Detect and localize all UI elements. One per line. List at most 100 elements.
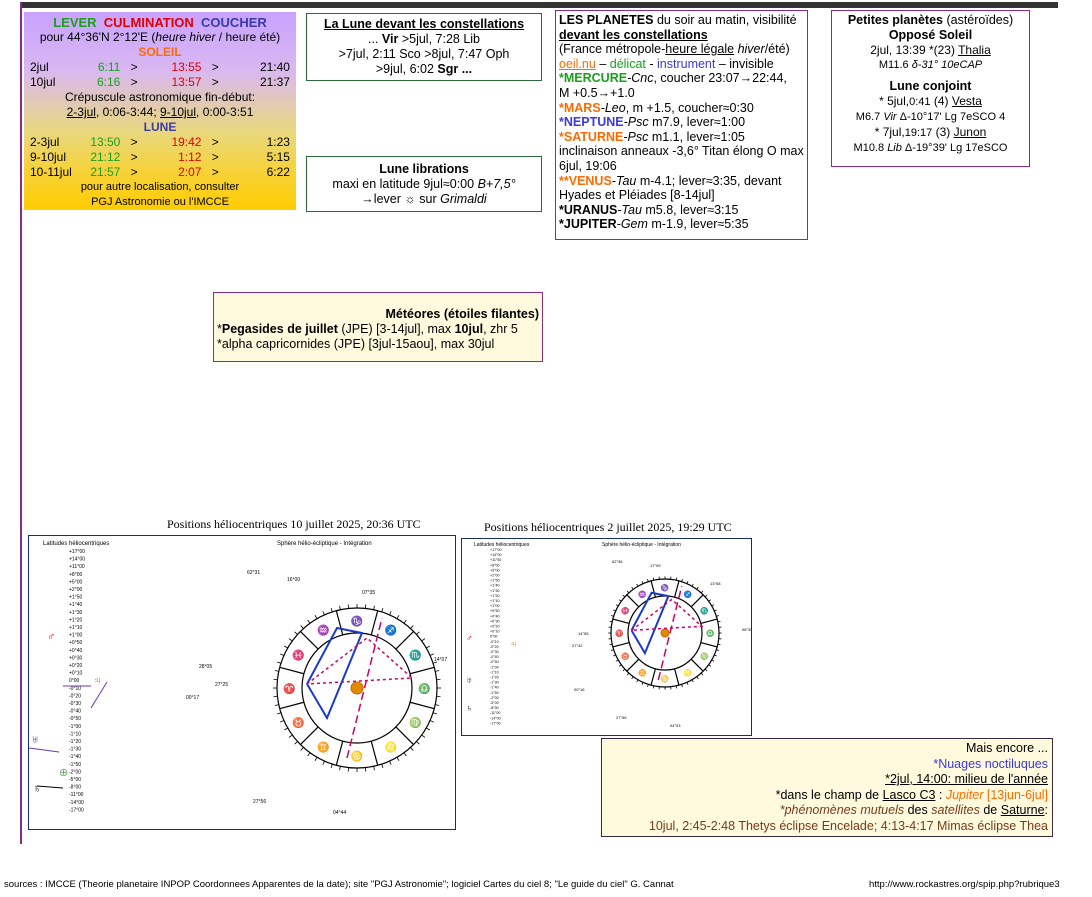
helio1-tick xyxy=(276,661,282,664)
helio2-sector-divider xyxy=(612,641,630,648)
helio1-lat-label: +0°40 xyxy=(69,648,82,654)
helio1-tick xyxy=(307,619,311,624)
helio2-lat-label: +8°00 xyxy=(490,563,500,567)
helio1-tick xyxy=(330,763,333,769)
asteroid-vesta-info: M6.7 Vir Δ-10°17' Lg 7eSCO 4 xyxy=(855,111,1006,123)
helio2-right-title: Sphère hélio-écliptique - Intégration xyxy=(602,542,681,548)
soleil-s2: > xyxy=(211,75,219,89)
helio1-tick xyxy=(280,653,285,656)
helio1-angle-labels: 62°3116°0007°3514°0728°0527°2500°1727°56… xyxy=(186,570,447,816)
moon-librations-box: Lune librations maxi en latitude 9jul≈0:… xyxy=(306,156,542,212)
helio1-tick xyxy=(284,727,288,731)
helio1-lat-label: +5°00 xyxy=(69,579,82,585)
lune-rise: 13:50 xyxy=(90,135,121,149)
constellations-line3: >9jul, 6:02 Sgr ... xyxy=(375,62,473,76)
helio2-lat-label: +17°00 xyxy=(490,548,502,552)
header-rise: LEVER xyxy=(53,15,97,30)
helio2-lat-label: +1°40 xyxy=(490,584,500,588)
helio2-zodiac-sign: ♐ xyxy=(684,589,692,598)
helio2-lat-label: -2°00 xyxy=(490,696,499,700)
helio1-tick xyxy=(435,704,440,706)
helio2-sector-divider xyxy=(700,618,718,625)
helio1-tick xyxy=(280,720,285,723)
meteors-box: Météores (étoiles filantes) *Pegasides d… xyxy=(213,292,543,362)
helio2-zodiac-sign: ♌ xyxy=(684,668,692,677)
helio1-lat-label: +2°00 xyxy=(69,587,82,593)
helio2-lat-label: +0°50 xyxy=(490,609,500,613)
helio1-zodiac-ring: ♋♊♉♈♓♒♑♐♏♎♍♌ xyxy=(273,604,441,772)
helio1-lat-label: -0°40 xyxy=(69,709,81,715)
helio1-tick xyxy=(300,747,304,751)
helio1-panel: Latitudes héliocentriques Sphère hélio-é… xyxy=(28,535,456,830)
helio1-sector-divider xyxy=(395,726,414,745)
constellations-title: La Lune devant les constellations xyxy=(323,17,525,31)
helio1-lat-label: +17°00 xyxy=(69,549,85,555)
helio2-lat-label: +0°30 xyxy=(490,619,500,623)
helio1-zodiac-sign: ♓ xyxy=(292,648,304,661)
helio2-tick xyxy=(700,590,704,594)
helio2-lat-label: +11°00 xyxy=(490,558,501,562)
soleil-date: 10jul xyxy=(30,75,56,89)
planet-venus: **VENUS-Tau m-4.1; lever≈3:35, devant Hy… xyxy=(559,173,782,203)
lune-culm: 2:07 xyxy=(178,165,202,179)
left-divider xyxy=(20,2,22,844)
helio2-sector-divider xyxy=(690,594,704,608)
helio1-zodiac-sign: ♌ xyxy=(385,740,397,753)
planets-legend: oeil.nu – délicat - instrument – invisib… xyxy=(559,56,774,71)
helio2-tick xyxy=(615,604,619,607)
helio1-tick xyxy=(373,605,375,610)
helio2-angle-label: 04°03 xyxy=(670,723,681,728)
helio1-tick xyxy=(330,607,333,613)
saturn-icon: ♄ xyxy=(466,703,473,713)
helio2-lat-label: -17°00 xyxy=(490,721,501,725)
helio2-lat-label: +2°00 xyxy=(490,574,500,578)
helio1-lat-label: +8°00 xyxy=(69,572,82,578)
helio1-sector-divider xyxy=(335,740,344,766)
helio1-tick xyxy=(339,766,341,771)
lune-set: 1:23 xyxy=(266,135,290,149)
helio2-tick xyxy=(615,659,619,662)
meteor-pegasides: *Pegasides de juillet (JPE) [3-14jul], m… xyxy=(217,322,518,336)
asteroids-opposition: Opposé Soleil xyxy=(888,28,973,42)
asteroid-junon-info: M10.8 Lib Δ-19°39' Lg 17eSCO xyxy=(853,142,1008,154)
helio2-zodiac-ring: ♋♊♉♈♓♒♑♐♏♎♍♌ xyxy=(608,576,722,690)
header-culmination: CULMINATION xyxy=(103,15,194,30)
helio1-tick xyxy=(421,734,426,738)
helio1-lat-label: -1°10 xyxy=(69,731,81,737)
helio2-tick xyxy=(610,615,614,617)
helio2-tick xyxy=(691,679,694,683)
noctilucent-clouds: *Nuages noctiluques xyxy=(933,756,1048,771)
helio1-diagram: Latitudes héliocentriques Sphère hélio-é… xyxy=(28,541,447,816)
helio1-tick xyxy=(381,763,384,769)
helio1-angle-label: 27°25 xyxy=(215,682,228,688)
earth-icon: ⊕ xyxy=(59,767,68,779)
helio2-tick xyxy=(636,583,639,587)
helio2-tick xyxy=(622,594,626,598)
soleil-set: 21:37 xyxy=(259,75,290,89)
helio2-tick xyxy=(711,604,715,607)
uranus-icon: ♅ xyxy=(466,675,473,685)
helio1-zodiac-sign: ♋ xyxy=(351,750,363,763)
constellations-line1: ... Vir >5jul, 7:28 Lib xyxy=(367,32,481,46)
planet-jupiter: *JUPITER-Gem m-1.9, lever≈5:35 xyxy=(559,217,749,232)
helio1-tick xyxy=(274,670,279,672)
helio2-tick xyxy=(716,649,720,651)
helio1-tick xyxy=(396,615,400,619)
helio2-sector-divider xyxy=(700,641,718,648)
helio1-zodiac-sign: ♊ xyxy=(317,740,329,753)
soleil-s1: > xyxy=(130,75,138,89)
source-url[interactable]: http://www.rockastres.org/spip.php?rubri… xyxy=(869,879,1060,890)
helio2-tick xyxy=(686,581,689,584)
helio1-lat-label: -11°00 xyxy=(69,792,84,798)
helio1-zodiac-sign: ♍ xyxy=(409,716,421,729)
helio2-tick xyxy=(626,590,630,594)
helio1-lat-label: +1°00 xyxy=(69,633,82,639)
helio1-tick xyxy=(416,741,420,745)
helio2-latitude-scale: +17°00+14°00+11°00+8°00+5°00+2°00+1°50+1… xyxy=(490,548,502,725)
sources: sources : IMCCE (Theorie planetaire INPO… xyxy=(4,879,674,890)
helio2-lat-label: +1°50 xyxy=(490,579,500,583)
librations-title: Lune librations xyxy=(379,162,469,176)
